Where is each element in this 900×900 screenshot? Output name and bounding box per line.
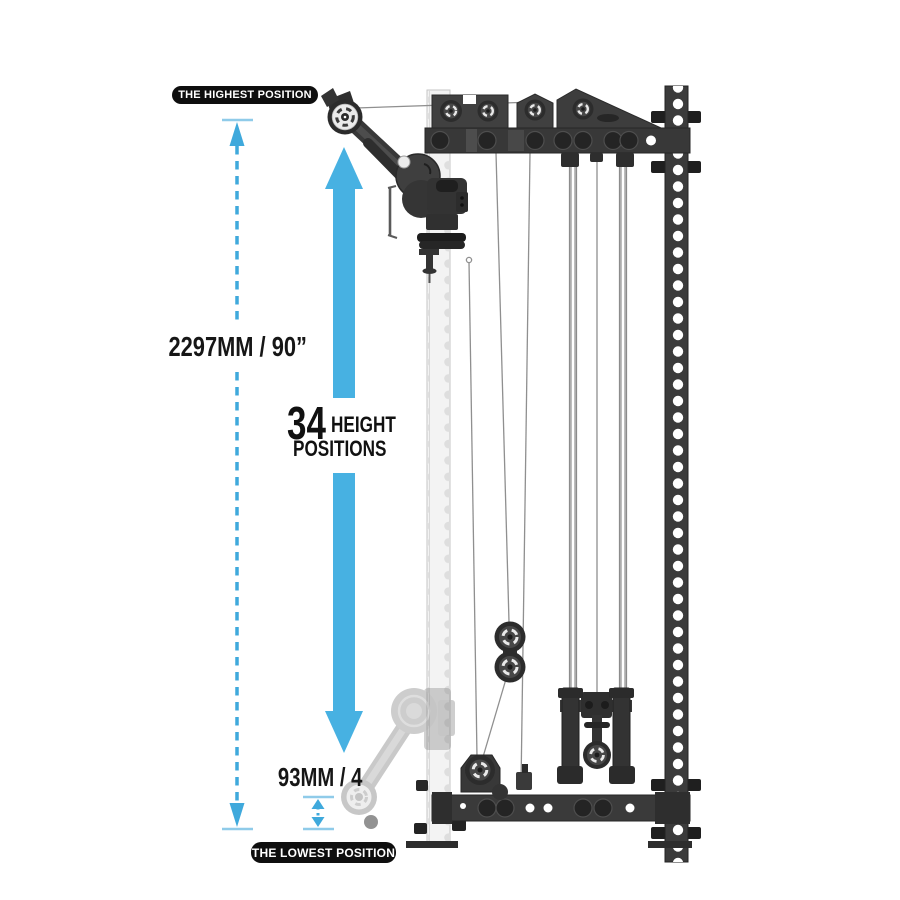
travel-range-arrow bbox=[325, 147, 363, 753]
post-foot-plate bbox=[648, 841, 692, 848]
weight-carriage bbox=[557, 687, 635, 784]
pivot-knob bbox=[397, 155, 411, 169]
stack-pulley-top bbox=[494, 621, 526, 653]
base-beam bbox=[431, 784, 691, 824]
total-height-dimension: 2297MM / 90” bbox=[148, 331, 328, 363]
arm-end-pulley bbox=[321, 88, 363, 135]
rail-bolt-right bbox=[452, 820, 466, 831]
lowest-position-label-text: THE LOWEST POSITION bbox=[251, 845, 396, 860]
carriage-pulley bbox=[583, 741, 611, 769]
rail-stop-bolt bbox=[416, 780, 428, 791]
top-pulley-1 bbox=[440, 100, 462, 122]
cables bbox=[355, 101, 598, 788]
upright-post bbox=[648, 85, 701, 863]
guide-rod-edges bbox=[568, 165, 628, 700]
ghost-arm-end-pulley bbox=[341, 779, 377, 815]
top-pulley-4 bbox=[572, 98, 594, 120]
top-pulley-3 bbox=[524, 99, 546, 121]
height-positions-count: 34 bbox=[287, 397, 326, 449]
pulley-stack bbox=[494, 621, 526, 683]
guide-rods bbox=[569, 165, 627, 700]
top-pulley-2 bbox=[477, 100, 499, 122]
highest-position-label: THE HIGHEST POSITION bbox=[172, 86, 318, 104]
highest-position-label-text: THE HIGHEST POSITION bbox=[178, 89, 312, 101]
height-positions-callout: 34 HEIGHT POSITIONS bbox=[287, 400, 411, 461]
rod-hanger-right bbox=[616, 153, 634, 167]
clamp-bolt-bar bbox=[417, 233, 466, 242]
total-height-dimension-line bbox=[222, 118, 253, 831]
total-height-dimension-text: 2297MM / 90” bbox=[168, 331, 308, 362]
rod-hanger-left bbox=[561, 153, 579, 167]
increment-dimension-line bbox=[303, 795, 334, 831]
ghost-trolley-arm-lowest bbox=[341, 688, 455, 815]
adjustment-rail bbox=[406, 89, 466, 848]
lowest-position-label: THE LOWEST POSITION bbox=[251, 842, 396, 863]
bottom-swivel-pulley bbox=[460, 754, 532, 793]
rail-foot-plate bbox=[406, 841, 458, 848]
height-positions-word2: POSITIONS bbox=[293, 436, 387, 461]
ghost-handle-attachment bbox=[364, 815, 378, 829]
top-crossbeam bbox=[424, 88, 691, 167]
rail-bolt-left bbox=[414, 823, 427, 834]
increment-dimension: 93MM / 4 bbox=[252, 762, 388, 793]
brand-logo bbox=[597, 114, 619, 122]
stack-pulley-bottom bbox=[494, 651, 526, 683]
cable-end-hook bbox=[465, 256, 473, 264]
increment-dimension-text: 93MM / 4 bbox=[277, 762, 363, 792]
height-positions-word1: HEIGHT bbox=[331, 412, 396, 437]
trolley-arm-highest bbox=[321, 88, 468, 283]
